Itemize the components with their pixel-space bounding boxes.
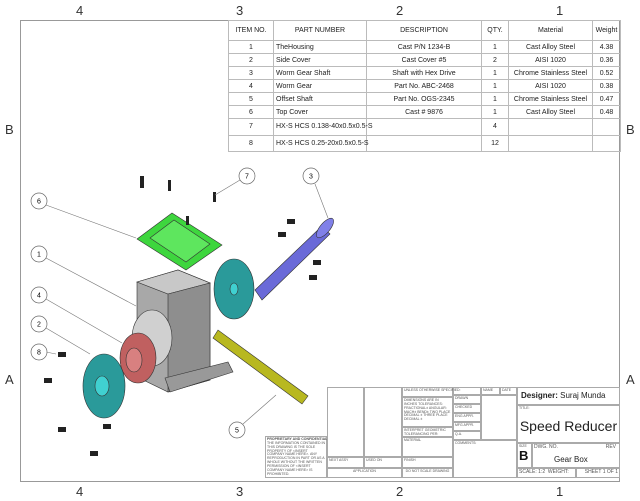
finish-label: FINISH bbox=[402, 457, 453, 468]
balloon-number: 7 bbox=[245, 174, 249, 181]
zone-top-2: 2 bbox=[396, 3, 404, 18]
balloon-circle bbox=[30, 343, 48, 361]
zone-left-b: B bbox=[5, 122, 14, 137]
drawn-label: DRAWN bbox=[453, 395, 481, 404]
sheet-number: SHEET 1 OF 1 bbox=[576, 468, 620, 478]
balloon-circle bbox=[30, 245, 48, 263]
blank-cell bbox=[453, 387, 481, 395]
bom-cell: HX-S HCS 0.25-20x0.5x0.5-S bbox=[273, 134, 369, 152]
worm-gear-hub bbox=[125, 347, 143, 373]
balloon-number: 6 bbox=[37, 199, 41, 206]
weight: WEIGHT: bbox=[547, 469, 569, 475]
balloon-number: 5 bbox=[235, 428, 239, 435]
balloon-circle bbox=[238, 167, 256, 185]
comments-label: COMMENTS: bbox=[453, 440, 517, 478]
dwg-no: Gear Box bbox=[554, 454, 588, 464]
proprietary-text: THE INFORMATION CONTAINED IN THIS DRAWIN… bbox=[267, 440, 326, 476]
blank-cell bbox=[364, 387, 402, 457]
blank-cell bbox=[327, 387, 364, 457]
signature-cells bbox=[481, 395, 517, 440]
title-cell: TITLE: Speed Reducer bbox=[517, 405, 620, 443]
balloon-circle bbox=[30, 286, 48, 304]
zone-bottom-2: 2 bbox=[396, 484, 404, 499]
dwg-no-label: DWG. NO. bbox=[534, 444, 558, 450]
do-not-scale: DO NOT SCALE DRAWING bbox=[402, 468, 453, 478]
interpret-tolerancing: INTERPRET GEOMETRIC TOLERANCING PER: bbox=[402, 427, 453, 437]
zone-right-b: B bbox=[626, 122, 635, 137]
next-assy-label: NEXT ASSY bbox=[327, 457, 364, 468]
scale-weight-cell: SCALE: 1:2 WEIGHT: bbox=[517, 468, 576, 478]
material-label: MATERIAL bbox=[402, 437, 453, 457]
rev-label: REV bbox=[605, 444, 616, 450]
proprietary-box: PROPRIETARY AND CONFIDENTIAL THE INFORMA… bbox=[265, 436, 327, 478]
bom-cell: 8 bbox=[228, 134, 274, 152]
housing-side-face bbox=[167, 282, 211, 393]
zone-top-1: 1 bbox=[556, 3, 564, 18]
balloon-circle bbox=[30, 315, 48, 333]
dwg-no-cell: DWG. NO. REV Gear Box bbox=[532, 443, 620, 468]
leader-lines bbox=[45, 179, 329, 425]
eng-appr-label: ENG APPR. bbox=[453, 413, 481, 422]
side-cover-right-hole bbox=[229, 282, 239, 296]
proprietary-title: PROPRIETARY AND CONFIDENTIAL bbox=[267, 437, 328, 441]
zone-right-a: A bbox=[626, 372, 635, 387]
unless-specified: UNLESS OTHERWISE SPECIFIED: bbox=[402, 387, 461, 397]
sheet-size: B bbox=[519, 447, 529, 463]
mfg-appr-label: MFG APPR. bbox=[453, 422, 481, 431]
tolerances: DIMENSIONS ARE IN INCHES TOLERANCES: FRA… bbox=[402, 397, 453, 427]
side-cover-left-hub bbox=[94, 375, 110, 397]
balloon-number: 4 bbox=[37, 293, 41, 300]
designer-row: Designer: Suraj Munda bbox=[517, 387, 620, 405]
balloon-circle bbox=[302, 167, 320, 185]
worm-gear-shaft bbox=[254, 225, 331, 301]
bom-cell bbox=[592, 134, 621, 152]
housing-base bbox=[164, 361, 234, 393]
worm-gear-shaft-flange bbox=[316, 217, 334, 239]
drawing-title: Speed Reducer bbox=[519, 417, 618, 434]
size-label: SIZE bbox=[519, 444, 527, 448]
zone-bottom-3: 3 bbox=[236, 484, 244, 499]
designer-name: Suraj Munda bbox=[560, 391, 606, 400]
title-label: TITLE: bbox=[519, 406, 530, 410]
zone-bottom-1: 1 bbox=[556, 484, 564, 499]
zone-left-a: A bbox=[5, 372, 14, 387]
top-cover-boss bbox=[149, 219, 211, 263]
offset-shaft bbox=[212, 329, 309, 405]
zone-top-4: 4 bbox=[76, 3, 84, 18]
balloon-circle bbox=[228, 421, 246, 439]
balloon-number: 2 bbox=[37, 322, 41, 329]
qa-label: Q.A. bbox=[453, 431, 481, 440]
zone-bottom-4: 4 bbox=[76, 484, 84, 499]
name-header: NAME bbox=[481, 387, 500, 395]
balloon-number: 3 bbox=[309, 174, 313, 181]
designer-label: Designer: bbox=[521, 391, 558, 400]
balloon-number: 1 bbox=[37, 252, 41, 259]
balloon-number: 8 bbox=[37, 350, 41, 357]
size-cell: SIZE B bbox=[517, 443, 532, 468]
zone-top-3: 3 bbox=[236, 3, 244, 18]
used-on-label: USED ON bbox=[364, 457, 402, 468]
scale: SCALE: 1:2 bbox=[519, 469, 546, 475]
checked-label: CHECKED bbox=[453, 404, 481, 413]
date-header: DATE bbox=[500, 387, 517, 395]
bom-cell: 1 bbox=[481, 105, 509, 119]
application-label: APPLICATION bbox=[327, 468, 402, 478]
balloon-circle bbox=[30, 192, 48, 210]
screws bbox=[44, 176, 321, 456]
bom-cell: 0.48 bbox=[592, 105, 621, 119]
